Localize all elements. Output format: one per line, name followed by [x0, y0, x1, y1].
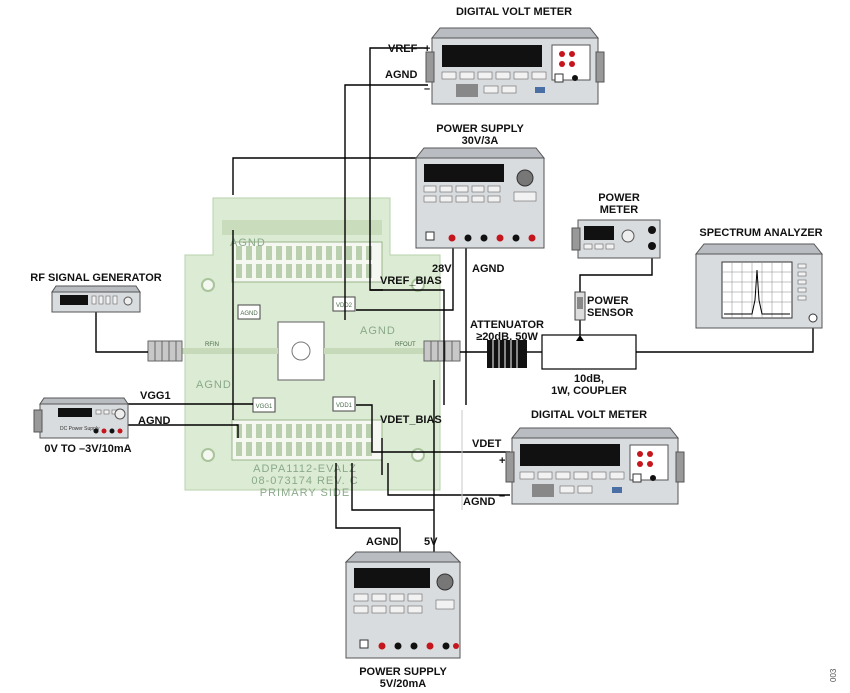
dvm-top: DIGITAL VOLT METER + –	[424, 6, 605, 105]
power-supply-30v: POWER SUPPLY 30V/3A	[414, 123, 546, 249]
dvm-top-plus: +	[424, 43, 430, 55]
vdd1-pad	[332, 396, 356, 412]
figure-number: 003	[829, 668, 838, 682]
vgg1-pad	[252, 397, 276, 413]
coupler: 10dB, 1W, COUPLER	[541, 334, 637, 397]
dvm-bottom-plus: +	[499, 455, 505, 467]
vgg1-pad-label: VGG1	[256, 404, 273, 410]
agnd-pad-label: AGND	[240, 311, 258, 317]
dvm-bottom: DIGITAL VOLT METER + –	[499, 409, 685, 505]
agnd-ps-label: AGND	[472, 263, 504, 275]
power-sensor-label-line1: POWER	[587, 295, 629, 307]
board-name-line3: PRIMARY SIDE	[260, 487, 350, 499]
agnd-watermark-left: AGND	[196, 379, 232, 391]
ps5-title-line1: POWER SUPPLY	[359, 666, 447, 678]
power-supply-5v: POWER SUPPLY 5V/20mA	[344, 551, 462, 690]
agnd-top-label: AGND	[385, 69, 417, 81]
vgg-power-supply: DC Power Supply 0V TO –3V/10mA	[33, 397, 132, 455]
v28-label: 28V	[432, 263, 452, 275]
power-meter-title-line2: METER	[600, 204, 639, 216]
attenuator: ATTENUATOR ≥20dB, 50W	[470, 319, 544, 368]
spectrum-analyzer: SPECTRUM ANALYZER	[694, 227, 824, 329]
dvm-bottom-title: DIGITAL VOLT METER	[531, 409, 647, 421]
ps30-title-line2: 30V/3A	[462, 135, 499, 147]
ps5-title-line2: 5V/20mA	[380, 678, 427, 690]
coupler-label-line1: 10dB,	[574, 373, 604, 385]
attenuator-label-line1: ATTENUATOR	[470, 319, 544, 331]
dvm-bottom-minus: –	[499, 490, 505, 502]
rfin-label: RFIN	[205, 342, 219, 348]
vref-bias-label: VREF_BIAS	[380, 275, 442, 287]
vgg-supply-range: 0V TO –3V/10mA	[44, 443, 131, 455]
power-meter: POWER METER	[571, 192, 661, 259]
dut-chip	[277, 321, 325, 381]
dvm-top-minus: –	[424, 83, 430, 95]
vdet-bias-label: VDET_BIAS	[380, 414, 442, 426]
power-sensor: POWER SENSOR	[574, 291, 634, 321]
vdet-label: VDET	[472, 438, 502, 450]
wiring	[95, 47, 814, 560]
vref-label: VREF	[388, 43, 418, 55]
rfout-label: RFOUT	[395, 342, 416, 348]
agnd-watermark-right: AGND	[360, 325, 396, 337]
power-meter-title-line1: POWER	[598, 192, 640, 204]
vgg-supply-brand: DC Power Supply	[60, 426, 100, 432]
board-name-line2: 08-073174 REV. C	[251, 475, 358, 487]
rf-sig-gen-title: RF SIGNAL GENERATOR	[30, 272, 161, 284]
rfout-sma-connector	[423, 340, 461, 362]
agnd-5v-label: AGND	[366, 536, 398, 548]
board-name-line1: ADPA1112-EVALZ	[253, 463, 357, 475]
bottom-header-connector	[231, 419, 383, 461]
agnd-watermark-top: AGND	[230, 237, 266, 249]
evaluation-board: AGND VDD2 VGG1 VDD1 RFIN RFOUT AGND AGND…	[147, 197, 461, 499]
ps30-title-line1: POWER SUPPLY	[436, 123, 524, 135]
vdd1-pad-label: VDD1	[336, 403, 353, 409]
vgg1-label: VGG1	[140, 390, 171, 402]
top-header-connector	[231, 241, 383, 283]
spectrum-analyzer-title: SPECTRUM ANALYZER	[699, 227, 822, 239]
agnd-pad	[237, 304, 261, 320]
rfin-sma-connector	[147, 340, 183, 362]
coupler-label-line2: 1W, COUPLER	[551, 385, 627, 397]
agnd-vgg-label: AGND	[138, 415, 170, 427]
dvm-top-title: DIGITAL VOLT METER	[456, 6, 572, 18]
rf-signal-generator: RF SIGNAL GENERATOR	[30, 272, 162, 313]
v5-label: 5V	[424, 536, 438, 548]
vdd2-pad	[332, 296, 356, 312]
agnd-dvm-label: AGND	[463, 496, 495, 508]
power-sensor-label-line2: SENSOR	[587, 307, 634, 319]
